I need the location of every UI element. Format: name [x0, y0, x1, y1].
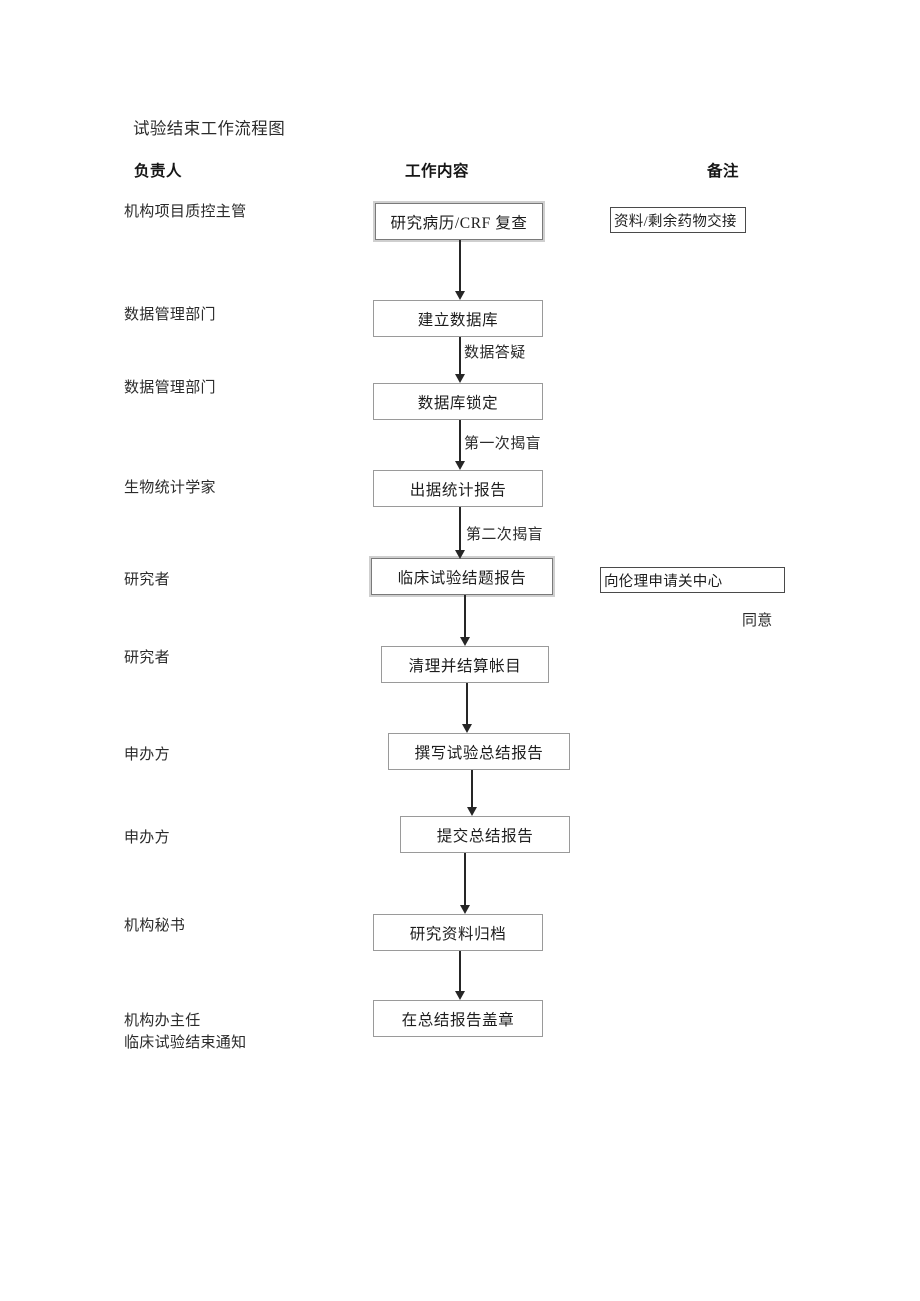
- process-box-9[interactable]: 研究资料归档: [373, 914, 543, 951]
- role-label-11: 临床试验结束通知: [124, 1035, 247, 1051]
- role-label-5: 研究者: [124, 572, 170, 588]
- process-box-4[interactable]: 出据统计报告: [373, 470, 543, 507]
- role-label-8: 申办方: [124, 830, 170, 846]
- role-label-7: 申办方: [124, 747, 170, 763]
- note-box-1[interactable]: 资料/剩余药物交接: [610, 207, 746, 233]
- process-box-10[interactable]: 在总结报告盖章: [373, 1000, 543, 1037]
- role-label-2: 数据管理部门: [124, 307, 216, 323]
- process-box-3[interactable]: 数据库锁定: [373, 383, 543, 420]
- process-box-5[interactable]: 临床试验结题报告: [371, 558, 553, 595]
- role-label-10: 机构办主任: [124, 1013, 201, 1029]
- column-header-owner: 负责人: [134, 163, 183, 180]
- page-title: 试验结束工作流程图: [133, 119, 286, 138]
- edge-label-2: 第一次揭盲: [464, 436, 542, 452]
- column-header-remark: 备注: [707, 163, 740, 180]
- column-header-content: 工作内容: [405, 163, 470, 180]
- edge-label-3: 第二次揭盲: [466, 527, 544, 543]
- process-box-2[interactable]: 建立数据库: [373, 300, 543, 337]
- role-label-4: 生物统计学家: [124, 480, 216, 496]
- edge-label-1: 数据答疑: [464, 345, 526, 361]
- role-label-6: 研究者: [124, 650, 170, 666]
- process-box-6[interactable]: 清理并结算帐目: [381, 646, 549, 683]
- process-box-1[interactable]: 研究病历/CRF 复查: [375, 203, 543, 240]
- note-box-2[interactable]: 向伦理申请关中心: [600, 567, 785, 593]
- role-label-3: 数据管理部门: [124, 380, 216, 396]
- process-box-7[interactable]: 撰写试验总结报告: [388, 733, 570, 770]
- note-text-agree: 同意: [742, 613, 773, 629]
- role-label-1: 机构项目质控主管: [124, 204, 247, 220]
- process-box-8[interactable]: 提交总结报告: [400, 816, 570, 853]
- role-label-9: 机构秘书: [124, 918, 186, 934]
